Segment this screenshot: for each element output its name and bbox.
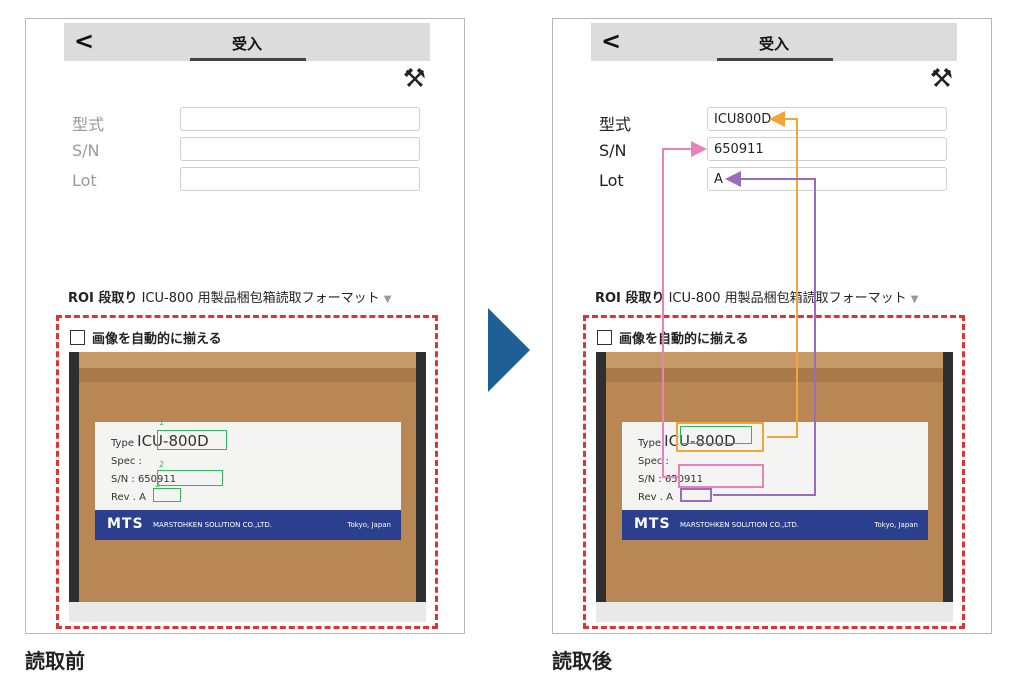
tools-icon[interactable]: ⚒ bbox=[929, 64, 953, 94]
tab-underline bbox=[717, 58, 833, 61]
sn-label-text: S/N : 650911 bbox=[638, 474, 704, 485]
company-location: Tokyo, Japan bbox=[347, 521, 391, 529]
sn-label: S/N bbox=[599, 141, 627, 160]
roi-format-select[interactable]: ROI 段取り ICU-800 用製品梱包箱読取フォーマット ▼ bbox=[595, 287, 919, 306]
product-label: Type ICU-800D Spec : S/N : 650911 Rev . … bbox=[95, 418, 401, 540]
chevron-down-icon: ▼ bbox=[383, 294, 392, 305]
lot-field[interactable]: A bbox=[707, 167, 947, 191]
page-title: 受入 bbox=[758, 35, 789, 53]
brand-band: MTS MARSTOHKEN SOLUTION CO.,LTD. Tokyo, … bbox=[95, 510, 401, 540]
auto-align-checkbox[interactable]: 画像を自動的に揃える bbox=[70, 328, 222, 347]
model-label: 型式 bbox=[72, 115, 105, 134]
roi-number-2: 2 bbox=[159, 460, 165, 469]
auto-align-label: 画像を自動的に揃える bbox=[92, 332, 222, 347]
spec-label-text: Spec : bbox=[638, 456, 669, 467]
caption-before: 読取前 bbox=[25, 649, 85, 673]
rev-label-text: Rev . A bbox=[111, 492, 146, 503]
lot-label: Lot bbox=[72, 171, 97, 190]
brand-band: MTS MARSTOHKEN SOLUTION CO.,LTD. Tokyo, … bbox=[622, 510, 928, 540]
carton-flap bbox=[606, 368, 943, 382]
model-field[interactable]: ICU800D bbox=[707, 107, 947, 131]
company-location: Tokyo, Japan bbox=[874, 521, 918, 529]
roi-format-name: ICU-800 用製品梱包箱読取フォーマット bbox=[668, 291, 907, 306]
back-icon[interactable]: < bbox=[74, 27, 95, 55]
roi-box-sn-read[interactable] bbox=[678, 464, 764, 488]
roi-box-type[interactable] bbox=[157, 430, 227, 450]
roi-format-name: ICU-800 用製品梱包箱読取フォーマット bbox=[141, 291, 380, 306]
rev-label-text: Rev . A bbox=[638, 492, 673, 503]
tab-underline bbox=[190, 58, 306, 61]
spec-label-text: Spec : bbox=[111, 456, 142, 467]
page-title: 受入 bbox=[231, 35, 262, 53]
roi-box-rev[interactable] bbox=[153, 488, 181, 502]
model-label: 型式 bbox=[599, 115, 632, 134]
top-bar: < 受入 bbox=[591, 23, 957, 61]
roi-box-rev-read[interactable] bbox=[680, 488, 712, 502]
company-name: MARSTOHKEN SOLUTION CO.,LTD. bbox=[153, 521, 272, 529]
back-icon[interactable]: < bbox=[601, 27, 622, 55]
checkbox-icon[interactable] bbox=[597, 330, 612, 345]
auto-align-checkbox[interactable]: 画像を自動的に揃える bbox=[597, 328, 749, 347]
lot-label: Lot bbox=[599, 171, 624, 190]
roi-format-select[interactable]: ROI 段取り ICU-800 用製品梱包箱読取フォーマット ▼ bbox=[68, 287, 392, 306]
sn-label: S/N bbox=[72, 141, 100, 160]
roi-number-3: 3 bbox=[155, 480, 161, 489]
next-arrow-icon bbox=[488, 308, 530, 392]
table-surface bbox=[69, 602, 426, 622]
camera-image: Type ICU-800D Spec : S/N : 650911 Rev . … bbox=[69, 352, 426, 622]
product-label: Type ICU-800D Spec : S/N : 650911 Rev . … bbox=[622, 422, 928, 540]
chevron-down-icon: ▼ bbox=[910, 294, 919, 305]
type-label-text: Type ICU-800D bbox=[111, 432, 209, 450]
roi-box-sn[interactable] bbox=[157, 470, 223, 486]
brand-logo: MTS bbox=[107, 516, 144, 532]
roi-box-type[interactable] bbox=[680, 426, 752, 444]
brand-logo: MTS bbox=[634, 516, 671, 532]
lot-field[interactable] bbox=[180, 167, 420, 191]
roi-prefix: ROI 段取り bbox=[68, 291, 138, 306]
roi-area-frame bbox=[56, 315, 438, 629]
caption-after: 読取後 bbox=[552, 649, 612, 673]
roi-prefix: ROI 段取り bbox=[595, 291, 665, 306]
camera-image: Type ICU-800D Spec : S/N : 650911 Rev . … bbox=[596, 352, 953, 622]
roi-number-1: 1 bbox=[159, 418, 165, 427]
auto-align-label: 画像を自動的に揃える bbox=[619, 332, 749, 347]
sn-field[interactable] bbox=[180, 137, 420, 161]
company-name: MARSTOHKEN SOLUTION CO.,LTD. bbox=[680, 521, 799, 529]
screen-before: < 受入 ⚒ 型式 S/N Lot ROI 段取り ICU-800 用製品梱包箱… bbox=[25, 18, 465, 634]
top-bar: < 受入 bbox=[64, 23, 430, 61]
model-field[interactable] bbox=[180, 107, 420, 131]
screen-after: < 受入 ⚒ 型式 ICU800D S/N 650911 Lot A ROI 段… bbox=[552, 18, 992, 634]
table-surface bbox=[596, 602, 953, 622]
tools-icon[interactable]: ⚒ bbox=[402, 64, 426, 94]
sn-field[interactable]: 650911 bbox=[707, 137, 947, 161]
carton-flap bbox=[79, 368, 416, 382]
checkbox-icon[interactable] bbox=[70, 330, 85, 345]
